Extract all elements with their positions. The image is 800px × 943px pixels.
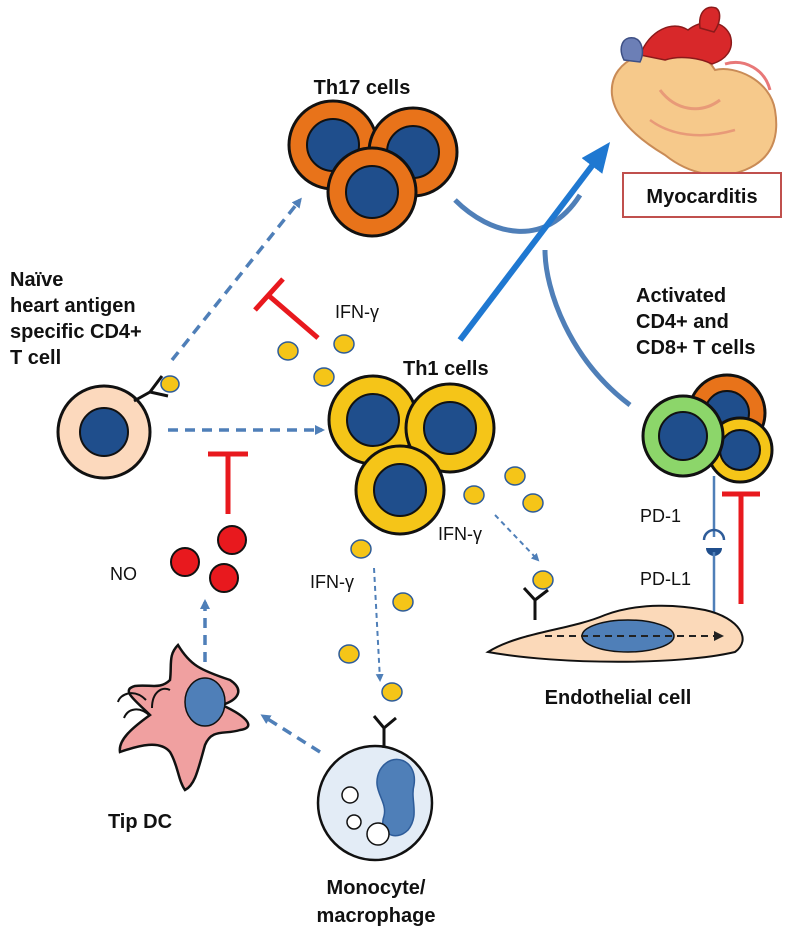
ifn-top-label: IFN-γ: [335, 302, 379, 322]
ifn-receptor-endothelial-icon: [522, 586, 549, 620]
endothelial-label: Endothelial cell: [545, 687, 692, 709]
endothelial-cell: [485, 570, 744, 663]
th1-to-myocarditis-arrow: [457, 142, 611, 342]
naive-label-4: T cell: [10, 347, 61, 369]
naive-to-th17-arrow: [170, 197, 302, 362]
cytokine-group-right: [463, 466, 544, 513]
naive-t-cell: [56, 375, 180, 480]
cytokine-dot: [160, 375, 180, 393]
pd1-label: PD-1: [640, 506, 681, 526]
macrophage-cell: [316, 682, 434, 862]
tip-dc-cell: [117, 642, 250, 792]
tip-dc-label: Tip DC: [108, 811, 172, 833]
no-molecules: [170, 525, 247, 593]
th1-label: Th1 cells: [403, 358, 489, 380]
pd1-receptor-icon: [702, 528, 726, 541]
naive-label-3: specific CD4+: [10, 321, 142, 343]
monocyte-label-1: Monocyte/: [327, 877, 426, 899]
th17-flow-curve: [453, 193, 583, 234]
pd1-inhibition-bar: [722, 491, 760, 604]
th17-label: Th17 cells: [314, 77, 411, 99]
ifn-to-endothelial-arrow: [494, 514, 540, 562]
naive-label-2: heart antigen: [10, 295, 136, 317]
monocyte-label-2: macrophage: [317, 905, 436, 927]
no-label: NO: [110, 564, 137, 584]
ifn-receptor-macrophage-icon: [372, 715, 397, 748]
activated-t-cell-cluster: [641, 373, 774, 484]
heart-icon: [610, 6, 778, 176]
pdl1-label: PD-L1: [640, 569, 691, 589]
th17-cell-cluster: [287, 99, 459, 238]
cytokine-group-middle: [338, 539, 414, 664]
activated-label-2: CD4+ and: [636, 311, 729, 333]
activated-flow-curve: [542, 249, 632, 407]
ifn-middle-label: IFN-γ: [310, 572, 354, 592]
no-inhibition-bar: [208, 451, 248, 514]
tcr-receptor-icon: [133, 375, 169, 403]
myocarditis-box: [622, 172, 782, 218]
ifn-to-macrophage-arrow: [373, 567, 384, 682]
ifn-right-label: IFN-γ: [438, 524, 482, 544]
activated-label-1: Activated: [636, 285, 726, 307]
myocarditis-label: Myocarditis: [646, 186, 757, 208]
th1-cell-cluster: [327, 374, 496, 536]
activated-label-3: CD8+ T cells: [636, 337, 756, 359]
naive-label-1: Naïve: [10, 269, 63, 291]
cytokine-group-top: [277, 334, 355, 387]
ifn-inhibit-th17: [253, 277, 320, 340]
macrophage-to-dc-arrow: [260, 714, 321, 754]
